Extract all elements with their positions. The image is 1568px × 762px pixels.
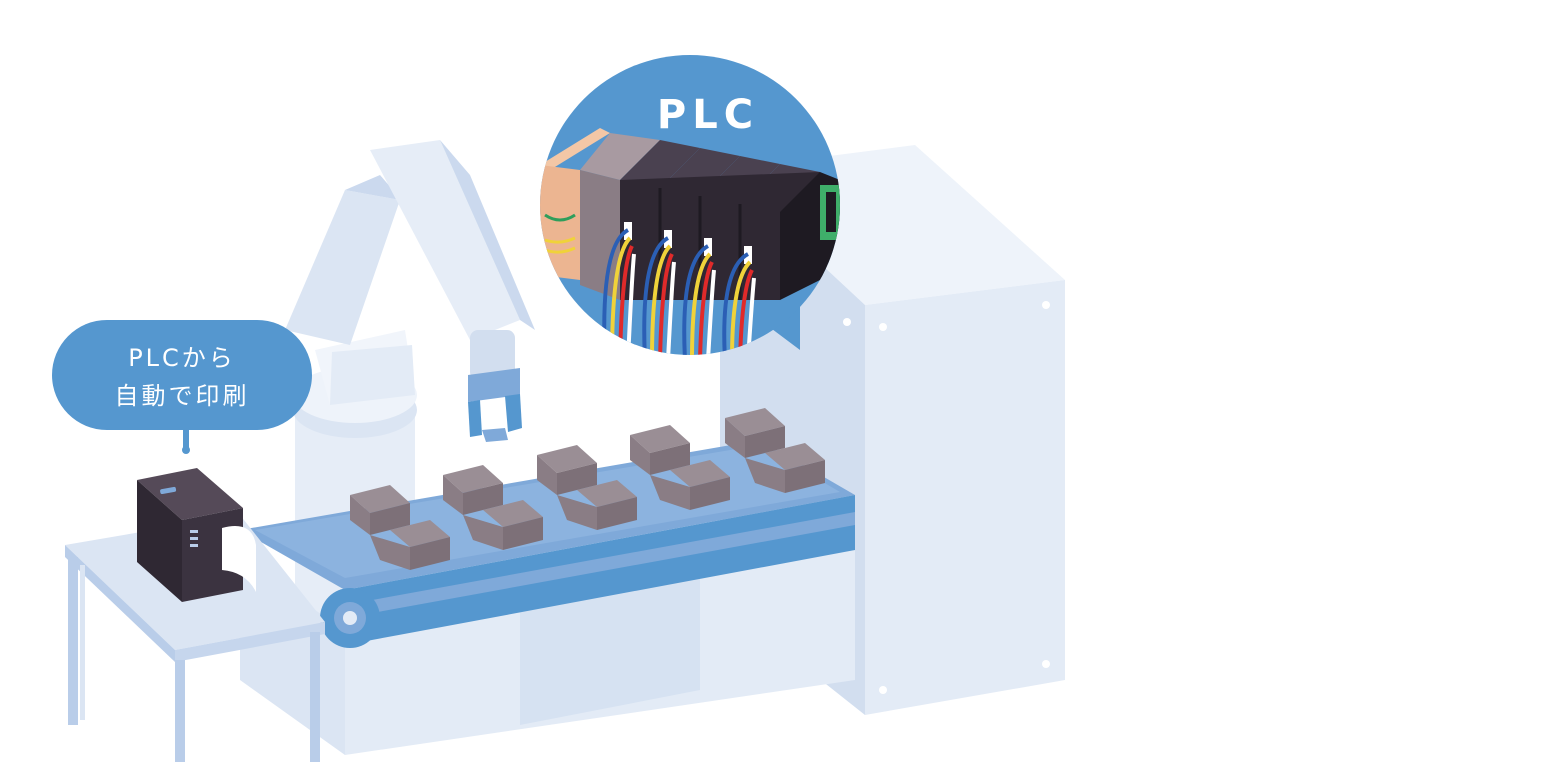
product-box-icon (537, 445, 637, 530)
product-box-icon (350, 485, 450, 570)
product-box-icon (443, 465, 543, 550)
product-box-icon (630, 425, 730, 510)
plc-callout: PLC (540, 55, 840, 355)
printer-callout-line2: 自動で印刷 (115, 382, 250, 410)
plc-callout-title: PLC (657, 92, 759, 138)
printer-callout-line1: PLCから (128, 344, 236, 372)
product-box-icon (725, 408, 825, 493)
label-printer-icon (137, 468, 256, 602)
product-group (350, 408, 825, 570)
plc-unit-icon (540, 128, 840, 355)
printer-callout: PLCから 自動で印刷 (52, 320, 312, 454)
